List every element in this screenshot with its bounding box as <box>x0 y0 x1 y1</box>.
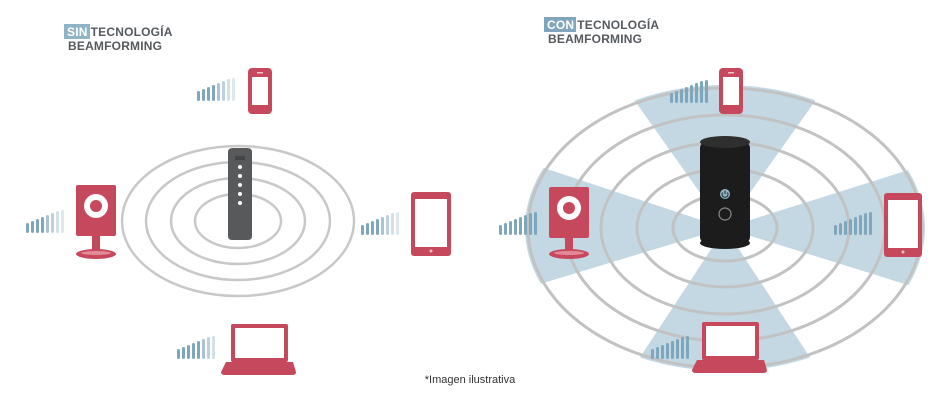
signal-bars-icon <box>834 212 872 235</box>
right-title-line2: BEAMFORMING <box>548 32 643 46</box>
power-icon <box>720 189 730 199</box>
left-title-line1: TECNOLOGÍA <box>90 25 173 39</box>
sin-badge: SIN <box>64 24 90 39</box>
signal-bars-icon <box>670 80 708 103</box>
footnote: *Imagen ilustrativa <box>424 374 516 386</box>
router-icon <box>228 148 252 240</box>
left-title-line2: BEAMFORMING <box>68 39 163 53</box>
signal-bars-icon <box>499 212 537 235</box>
router-icon <box>700 136 750 249</box>
signal-bars-icon <box>197 78 235 101</box>
tablet-icon <box>884 193 922 257</box>
right-title-line1: TECNOLOGÍA <box>577 18 660 32</box>
laptop-icon <box>692 322 767 373</box>
signal-bars-icon <box>361 212 399 235</box>
smartphone-icon <box>248 68 272 114</box>
security-camera-icon <box>549 187 589 259</box>
laptop-icon <box>221 324 296 375</box>
signal-bars-icon <box>177 336 215 359</box>
con-badge: CON <box>544 17 577 32</box>
tablet-icon <box>411 192 451 256</box>
signal-bars-icon <box>651 336 689 359</box>
smartphone-icon <box>719 68 743 114</box>
signal-bars-icon <box>26 210 64 233</box>
security-camera-icon <box>76 185 116 259</box>
